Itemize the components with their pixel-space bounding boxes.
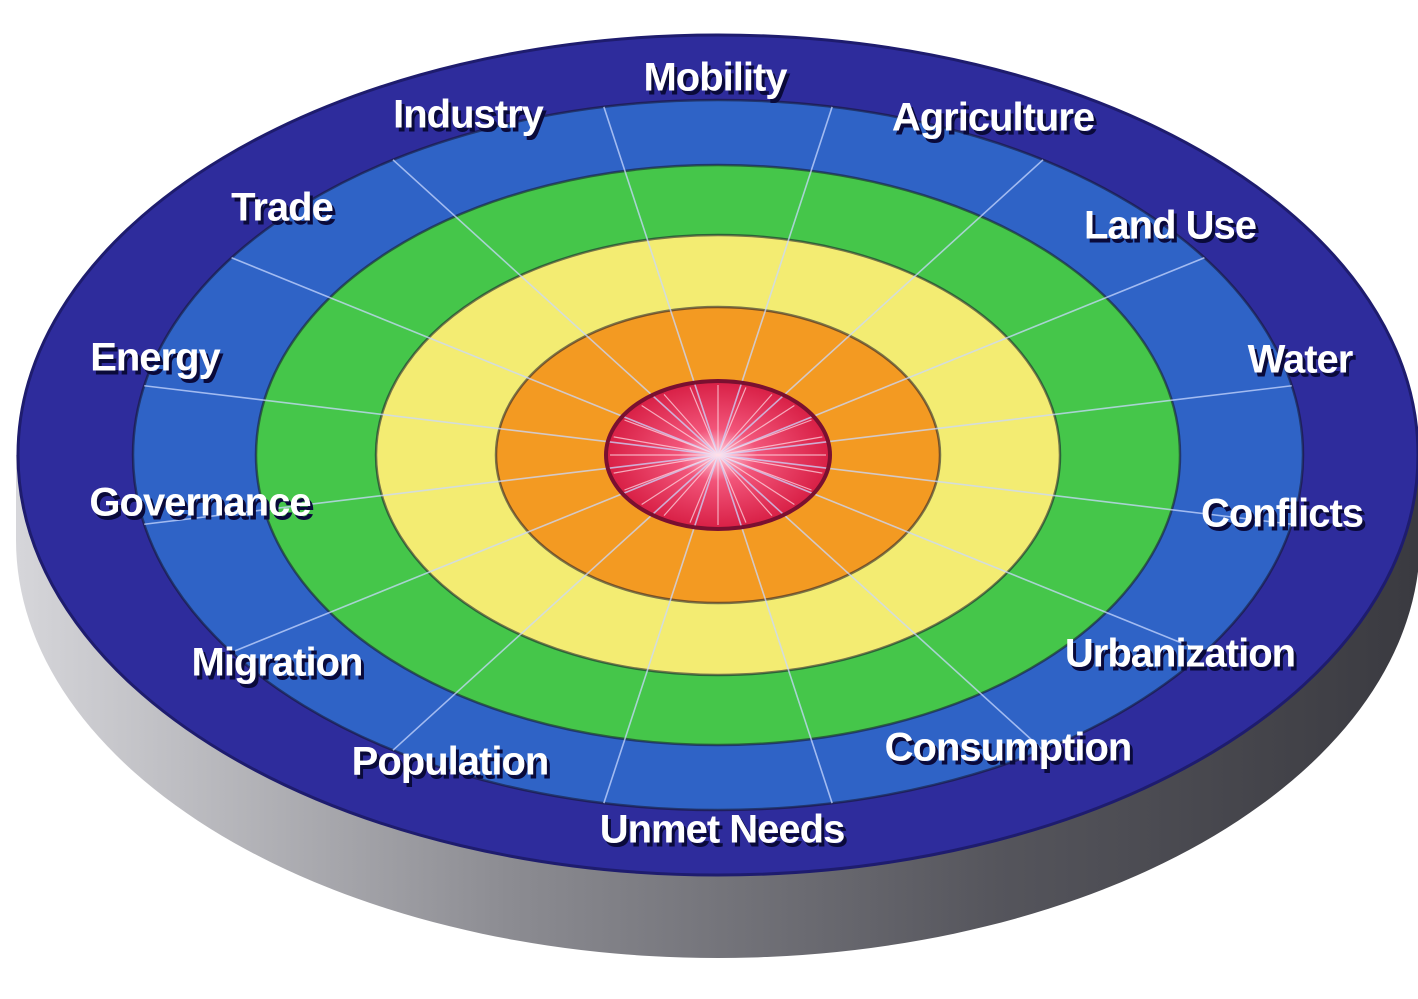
sector-label-text: Governance bbox=[89, 481, 310, 525]
sector-label-text: Mobility bbox=[643, 56, 788, 100]
center-ray bbox=[689, 387, 719, 456]
sector-label-shadow: Mobility bbox=[646, 60, 791, 104]
center-ray bbox=[613, 436, 719, 456]
center-ray bbox=[717, 436, 823, 456]
sector-label-shadow: Unmet Needs bbox=[603, 812, 848, 856]
sector-label-shadow: Consumption bbox=[888, 730, 1135, 774]
center-ray bbox=[717, 454, 812, 491]
sector-label-text: Urbanization bbox=[1065, 632, 1295, 676]
spoke-line bbox=[231, 454, 719, 653]
sector-label-shadow: Conflicts bbox=[1204, 496, 1366, 540]
sector-label-text: Unmet Needs bbox=[600, 808, 845, 852]
sector-label-shadow: Trade bbox=[234, 190, 336, 234]
center-ray bbox=[717, 454, 747, 523]
spoke-line bbox=[717, 106, 833, 456]
sector-label-shadow: Industry bbox=[396, 97, 548, 141]
spokes-group bbox=[144, 106, 1292, 804]
sector-label-shadow: Agriculture bbox=[895, 100, 1097, 144]
spoke-line bbox=[717, 257, 1205, 456]
spoke-line bbox=[392, 159, 719, 456]
sector-label-text: Population bbox=[352, 740, 549, 784]
spoke-line bbox=[717, 454, 833, 804]
sector-label-text: Consumption bbox=[885, 726, 1132, 770]
sector-label-text: Water bbox=[1248, 338, 1353, 382]
spoke-line bbox=[603, 454, 719, 804]
labels-group: MobilityMobilityAgricultureAgricultureLa… bbox=[89, 56, 1367, 856]
center-ray bbox=[663, 393, 719, 456]
center-ray bbox=[641, 454, 719, 506]
spoke-line bbox=[717, 454, 1044, 751]
sector-label-shadow: Land Use bbox=[1087, 208, 1259, 252]
sector-label-shadow: Population bbox=[355, 744, 552, 788]
sector-label-text: Agriculture bbox=[892, 96, 1094, 140]
center-ray bbox=[717, 404, 795, 456]
center-ray bbox=[641, 404, 719, 456]
sector-label-shadow: Governance bbox=[92, 485, 313, 529]
spoke-line bbox=[392, 454, 719, 751]
center-ray bbox=[717, 454, 773, 517]
spoke-line bbox=[144, 384, 719, 456]
center-rim bbox=[604, 379, 832, 531]
center-ray bbox=[717, 387, 747, 456]
spoke-line bbox=[717, 384, 1292, 456]
center-ray bbox=[717, 393, 773, 456]
spoke-line bbox=[717, 454, 1205, 653]
center-group bbox=[604, 379, 832, 531]
sector-label-text: Energy bbox=[90, 336, 221, 380]
center-ray bbox=[613, 454, 719, 474]
center-ray bbox=[717, 454, 795, 506]
sector-label-shadow: Migration bbox=[195, 645, 366, 689]
center-ray bbox=[717, 419, 812, 456]
spoke-line bbox=[717, 454, 1292, 526]
sector-label-shadow: Energy bbox=[93, 340, 224, 384]
spoke-line bbox=[603, 106, 719, 456]
sector-label-text: Land Use bbox=[1084, 204, 1256, 248]
spoke-line bbox=[717, 159, 1044, 456]
sector-label-text: Industry bbox=[393, 93, 545, 137]
spoke-line bbox=[144, 454, 719, 526]
center-ray bbox=[689, 454, 719, 523]
sector-label-text: Conflicts bbox=[1201, 492, 1363, 536]
sector-label-shadow: Urbanization bbox=[1068, 636, 1298, 680]
center-ray bbox=[717, 454, 823, 474]
center-ray bbox=[663, 454, 719, 517]
sector-label-shadow: Water bbox=[1251, 342, 1356, 386]
spoke-line bbox=[231, 257, 719, 456]
center-ray bbox=[624, 454, 719, 491]
sector-label-text: Trade bbox=[231, 186, 333, 230]
center-ray bbox=[624, 419, 719, 456]
sector-label-text: Migration bbox=[192, 641, 363, 685]
